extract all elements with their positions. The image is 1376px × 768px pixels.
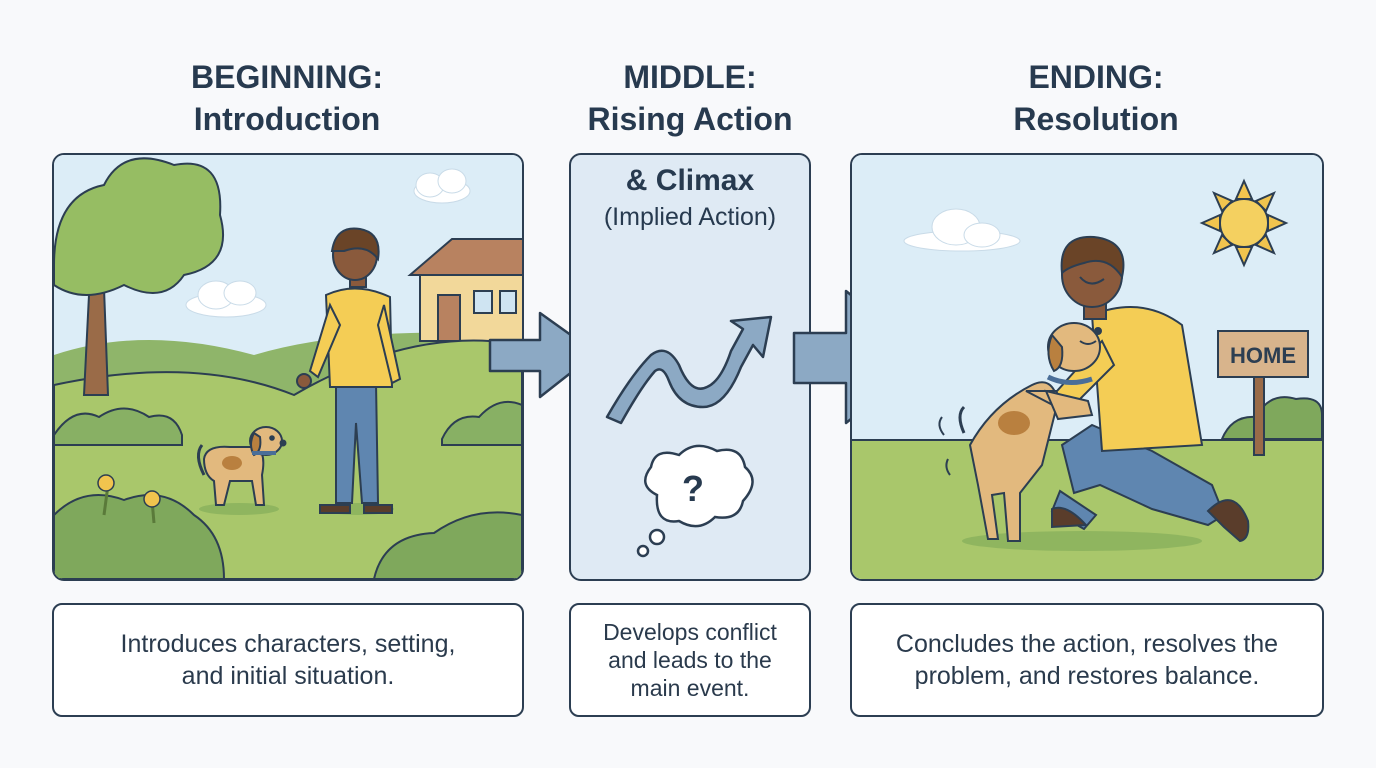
middle-panel: & Climax (Implied Action) ? [569, 153, 811, 581]
middle-heading-subtitle: Rising Action [587, 101, 793, 137]
beginning-panel [52, 153, 524, 581]
ending-heading-label: ENDING: [1028, 59, 1164, 95]
home-sign-label: HOME [1230, 343, 1296, 368]
cloud-icon [413, 168, 471, 204]
home-sign [1217, 330, 1309, 456]
middle-caption: Develops conflict and leads to the main … [569, 603, 811, 717]
beginning-caption-line-1: Introduces characters, setting, [120, 630, 456, 658]
ending-heading-subtitle: Resolution [1013, 101, 1179, 137]
middle-caption-line-2: and leads to the [608, 647, 772, 673]
ending-panel: HOME [850, 153, 1324, 581]
arrow-right-icon [488, 311, 598, 399]
beginning-caption-line-2: and initial situation. [181, 662, 395, 690]
ending-scene: HOME [852, 155, 1322, 579]
person-figure [296, 227, 402, 515]
question-mark-icon: ? [682, 468, 704, 509]
tree-icon [54, 157, 225, 396]
house-icon [407, 238, 522, 342]
middle-heading-label: MIDDLE: [623, 59, 757, 95]
flower-icon [97, 474, 161, 524]
dog-figure [197, 426, 287, 515]
beginning-heading-label: BEGINNING: [191, 59, 383, 95]
sun-icon [1199, 178, 1289, 268]
rising-action-graphic: ? [605, 315, 773, 558]
cloud-icon [903, 208, 1021, 252]
ending-caption: Concludes the action, resolves the probl… [850, 603, 1324, 717]
ending-caption-line-1: Concludes the action, resolves the [895, 630, 1279, 658]
thought-bubble-icon [636, 444, 754, 558]
beginning-scene [54, 155, 522, 579]
beginning-heading-subtitle: Introduction [193, 101, 381, 137]
middle-panel-subtitle: (Implied Action) [603, 203, 777, 231]
cloud-icon [185, 280, 267, 318]
middle-caption-line-1: Develops conflict [603, 619, 777, 645]
dog-figure [938, 322, 1102, 542]
rising-arrow-icon [605, 315, 773, 425]
middle-panel-title: & Climax [625, 164, 755, 197]
beginning-heading: BEGINNING: Introduction [52, 56, 522, 140]
ending-caption-line-2: problem, and restores balance. [914, 662, 1260, 690]
beginning-caption: Introduces characters, setting, and init… [52, 603, 524, 717]
middle-heading: MIDDLE: Rising Action [540, 56, 840, 140]
middle-caption-line-3: main event. [630, 675, 750, 701]
ending-heading: ENDING: Resolution [866, 56, 1326, 140]
